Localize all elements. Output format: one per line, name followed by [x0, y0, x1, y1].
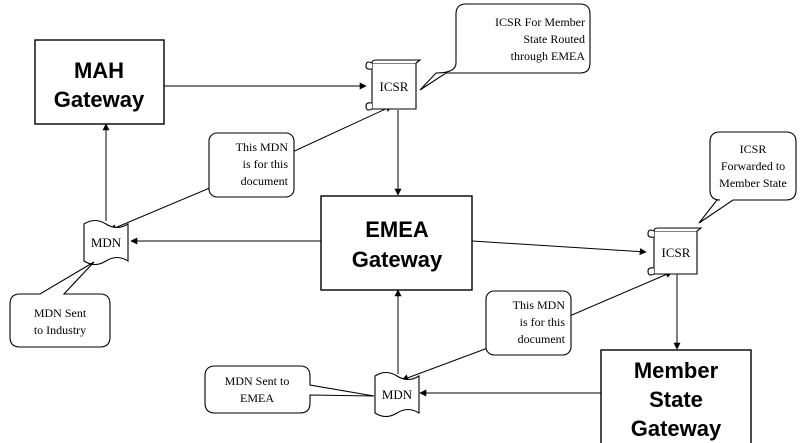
member-state-gateway-label-line1: Member: [634, 358, 719, 383]
mah-gateway: MAH Gateway: [34, 39, 165, 125]
callout-icsr-forwarded-line2: Forwarded to: [721, 159, 785, 173]
callout-icsr-routed-line2: State Routed: [523, 32, 585, 46]
member-state-gateway: Member State Gateway: [600, 349, 752, 443]
mdn-document-bottom: MDN: [374, 371, 420, 418]
callout-mdn-for-doc-bottom-line3: document: [518, 332, 566, 346]
callout-mdn-for-doc-bottom: This MDN is for this document: [485, 290, 572, 356]
callout-icsr-routed-line3: through EMEA: [511, 49, 586, 63]
callout-icsr-forwarded: ICSR Forwarded to Member State: [698, 131, 797, 224]
callout-mdn-sent-emea-line1: MDN Sent to: [225, 374, 290, 388]
icsr-right-label: ICSR: [662, 245, 691, 260]
mdn-document-left: MDN: [83, 219, 129, 266]
emea-gateway-label-line2: Gateway: [352, 247, 443, 272]
mah-gateway-label-line2: Gateway: [54, 87, 145, 112]
callout-icsr-forwarded-line3: Member State: [719, 176, 787, 190]
member-state-gateway-label-line2: State: [649, 387, 703, 412]
callout-mdn-for-doc-top-line2: is for this: [243, 157, 289, 171]
callout-mdn-sent-emea-line2: EMEA: [240, 391, 274, 405]
mdn-bottom-label: MDN: [382, 387, 413, 402]
callout-mdn-for-doc-top-line3: document: [241, 174, 289, 188]
emea-gateway-label-line1: EMEA: [365, 217, 429, 242]
arrow-emea-to-icsr-right: [471, 240, 647, 256]
callout-icsr-routed: ICSR For Member State Routed through EME…: [419, 3, 591, 91]
callout-mdn-sent-emea: MDN Sent to EMEA: [204, 365, 375, 414]
icsr-document-right: ICSR: [647, 227, 703, 276]
callout-mdn-for-doc-bottom-line2: is for this: [520, 315, 566, 329]
callout-mdn-sent-industry-line2: to Industry: [34, 323, 86, 337]
callout-icsr-forwarded-line1: ICSR: [740, 142, 767, 156]
icsr-top-label: ICSR: [380, 79, 409, 94]
callout-mdn-sent-industry-line1: MDN Sent: [34, 306, 87, 320]
icsr-document-top: ICSR: [365, 59, 422, 111]
emea-gateway: EMEA Gateway: [320, 195, 473, 291]
mah-gateway-label-line1: MAH: [74, 58, 124, 83]
callout-mdn-for-doc-top-line1: This MDN: [236, 140, 289, 154]
member-state-gateway-label-line3: Gateway: [631, 416, 722, 441]
callout-mdn-sent-industry: MDN Sent to Industry: [9, 261, 111, 348]
mdn-left-label: MDN: [91, 235, 122, 250]
callout-icsr-routed-line1: ICSR For Member: [495, 15, 585, 29]
callout-mdn-for-doc-bottom-line1: This MDN: [513, 298, 566, 312]
callout-mdn-for-doc-top: This MDN is for this document: [208, 132, 295, 198]
